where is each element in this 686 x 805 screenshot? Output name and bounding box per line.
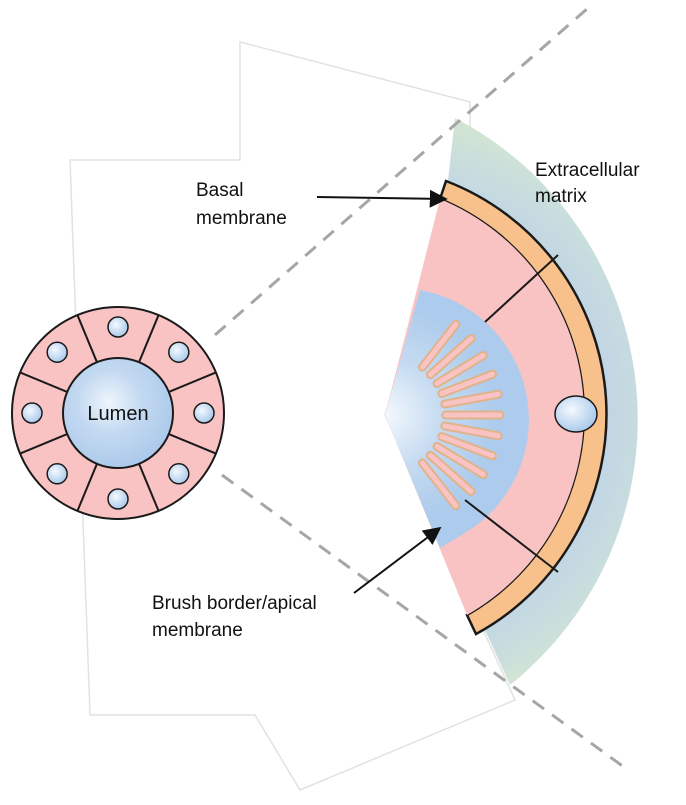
brush-border-label-line1: Brush border/apical <box>152 593 317 614</box>
ring-nucleus <box>108 317 128 337</box>
ring-nucleus <box>22 403 42 423</box>
extracellular-matrix-label-line1: Extracellular <box>535 160 640 181</box>
ring-nucleus <box>108 489 128 509</box>
wedge-nucleus <box>555 396 597 432</box>
ring-nucleus <box>169 464 189 484</box>
brush-border-label-line2: membrane <box>152 620 243 641</box>
extracellular-matrix-label-line2: matrix <box>535 186 587 207</box>
ring-nucleus <box>47 342 67 362</box>
basal-membrane-label-line1: Basal <box>196 180 244 201</box>
basal-membrane-label-line2: membrane <box>196 208 287 229</box>
lumen-label: Lumen <box>87 403 148 425</box>
ring-nucleus <box>47 464 67 484</box>
cross-section: Lumen <box>12 307 224 519</box>
ring-nucleus <box>194 403 214 423</box>
ring-nucleus <box>169 342 189 362</box>
